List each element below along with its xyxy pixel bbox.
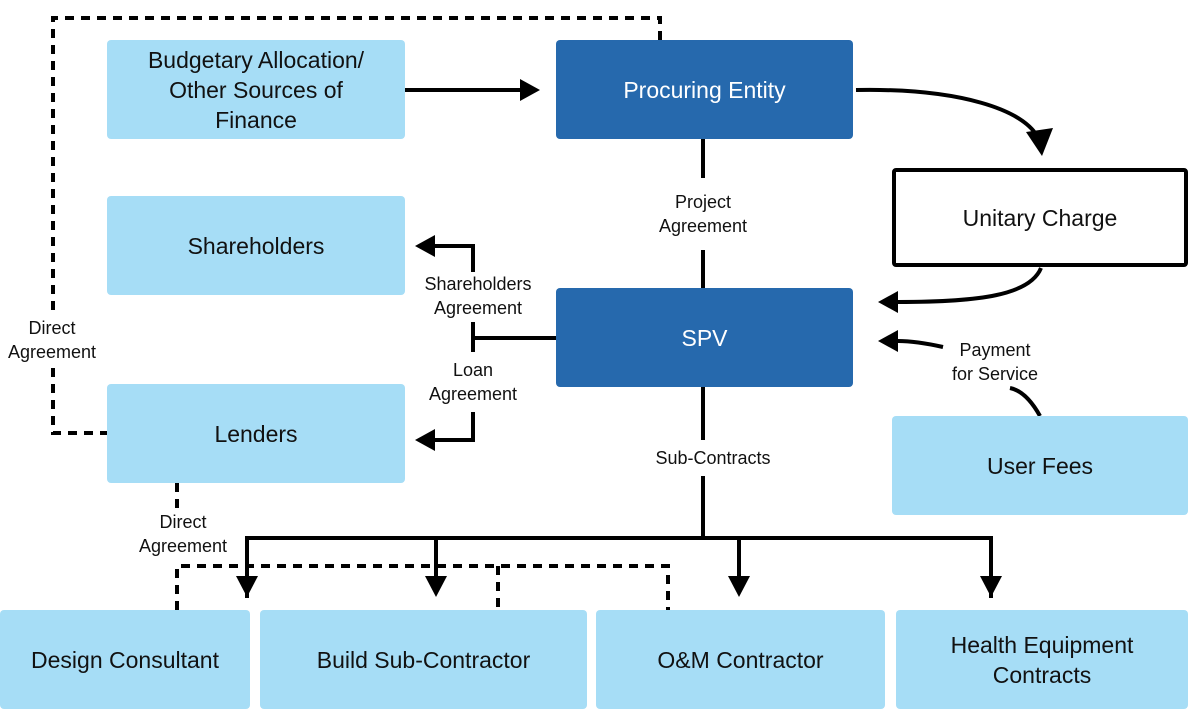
node-shareholders[interactable]: Shareholders — [107, 196, 405, 295]
arrowhead-payment-to-spv — [878, 330, 898, 352]
arrowhead-to-om — [728, 576, 750, 597]
arrow-to-shareholders — [435, 244, 475, 272]
arrowhead-to-health — [980, 576, 1002, 597]
node-design-consultant[interactable]: Design Consultant — [0, 610, 250, 709]
label-loan-agreement: Loan Agreement — [428, 360, 518, 404]
node-lenders[interactable]: Lenders — [107, 384, 405, 483]
label-sub-contracts: Sub-Contracts — [655, 448, 771, 468]
arrow-unitary-to-spv — [897, 267, 1043, 304]
dashed-direct-agreement-bottom — [175, 564, 670, 610]
arrowhead-procuring-to-unitary — [1026, 128, 1053, 156]
node-user-fees[interactable]: User Fees — [892, 416, 1188, 515]
node-unitary-charge[interactable]: Unitary Charge — [892, 168, 1188, 267]
arrow-to-lenders — [435, 412, 475, 442]
label-shareholders-agreement: Shareholders Agreement — [424, 274, 532, 318]
node-budgetary-allocation[interactable]: Budgetary Allocation/ Other Sources of F… — [107, 40, 405, 139]
node-om-contractor[interactable]: O&M Contractor — [596, 610, 885, 709]
arrowhead-to-design — [236, 576, 258, 597]
label-direct-agreement-bottom: Direct Agreement — [138, 512, 228, 556]
arrow-userfees-to-spv — [1009, 386, 1042, 417]
arrowhead-to-build — [425, 576, 447, 597]
arrow-procuring-to-unitary — [855, 87, 1040, 139]
label-project-agreement: Project Agreement — [658, 192, 748, 236]
node-procuring-entity[interactable]: Procuring Entity — [556, 40, 853, 139]
node-spv[interactable]: SPV — [556, 288, 853, 387]
arrowhead-unitary-to-spv — [878, 291, 898, 313]
arrowhead-to-lenders — [415, 429, 435, 451]
arrow-payment-to-spv — [897, 339, 944, 349]
arrowhead-budget-to-procuring — [520, 79, 540, 101]
dashed-direct-agreement-left-top — [51, 16, 662, 312]
label-direct-agreement-left: Direct Agreement — [7, 318, 97, 362]
arrowhead-to-shareholders — [415, 235, 435, 257]
dashed-direct-agreement-left-bottom — [51, 368, 107, 435]
node-health-equipment-contracts[interactable]: Health Equipment Contracts — [896, 610, 1188, 709]
label-payment-for-service: Payment for Service — [951, 340, 1039, 384]
node-build-sub-contractor[interactable]: Build Sub-Contractor — [260, 610, 587, 709]
